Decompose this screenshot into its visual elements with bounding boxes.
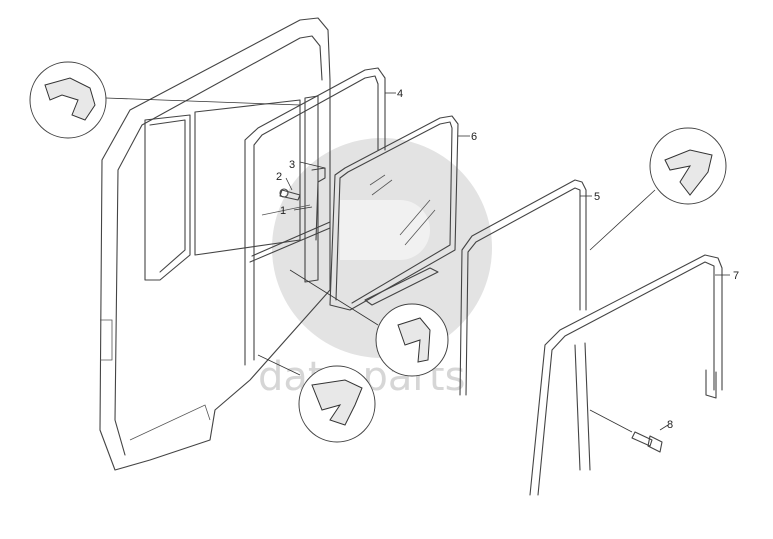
part-label-1: 1 — [280, 205, 286, 217]
part-label-5: 5 — [594, 191, 600, 203]
part-label-7: 7 — [733, 270, 739, 282]
part-label-2: 2 — [276, 171, 282, 183]
part-2-screw — [279, 188, 301, 201]
detail-circle-bottom — [298, 365, 376, 443]
watermark-logo-mark — [340, 200, 430, 260]
part-3-clip — [311, 167, 326, 241]
part-label-6: 6 — [471, 131, 477, 143]
detail-circle-center — [375, 303, 449, 377]
part-4-window-frame — [244, 67, 386, 366]
door-body — [99, 17, 331, 471]
part-8-bolt — [631, 431, 663, 453]
part-label-3: 3 — [289, 159, 295, 171]
part-1-pin — [261, 204, 311, 216]
detail-circle-top-left — [29, 61, 107, 139]
part-label-8: 8 — [667, 419, 673, 431]
detail-circle-right — [649, 127, 727, 205]
part-label-4: 4 — [397, 88, 403, 100]
part-6-glass — [329, 115, 459, 311]
leader-lines — [105, 92, 730, 433]
part-7-run-channel — [529, 254, 723, 496]
part-5-seal — [459, 179, 587, 396]
